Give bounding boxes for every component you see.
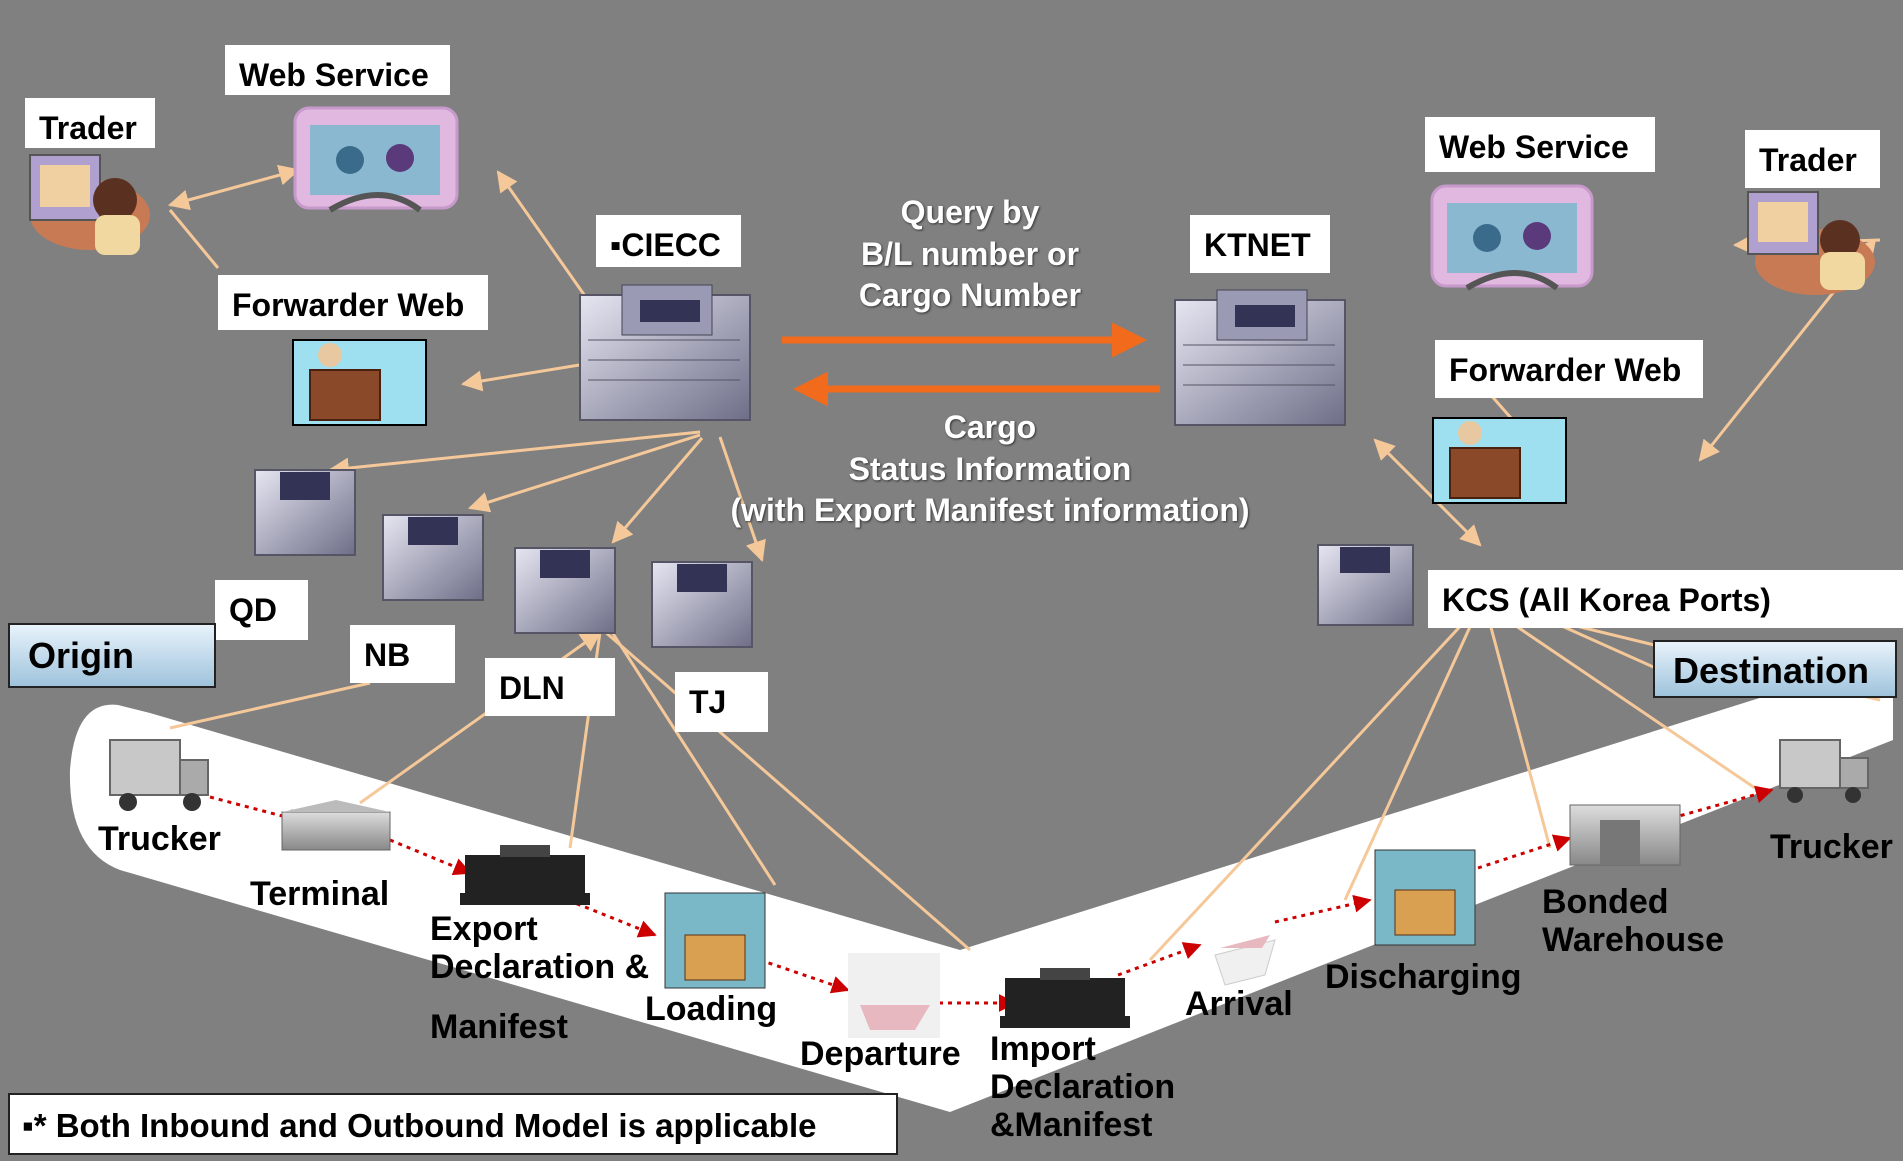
- step-import-line-2: Declaration: [990, 1068, 1176, 1107]
- step-import-line-3: &Manifest: [990, 1106, 1153, 1145]
- server-icon-qd: [254, 469, 356, 556]
- region-origin: Origin: [8, 623, 216, 688]
- label-web-service-right: Web Service: [1425, 117, 1655, 172]
- terminal-building-icon: [281, 800, 391, 851]
- label-trader-right: Trader: [1745, 130, 1880, 188]
- step-bonded-warehouse: Bonded Warehouse: [1542, 883, 1724, 959]
- server-icon-ktnet: [1174, 289, 1346, 426]
- label-forwarder-web-right: Forwarder Web: [1435, 340, 1703, 398]
- server-icon-dln: [514, 547, 616, 634]
- step-bonded-line-2: Warehouse: [1542, 921, 1725, 960]
- step-export-line-3: Manifest: [430, 1008, 568, 1047]
- step-export-line-2: Declaration &: [430, 948, 650, 987]
- footnote-note: ▪* Both Inbound and Outbound Model is ap…: [8, 1093, 898, 1155]
- step-trucker-origin: Trucker: [98, 820, 221, 858]
- label-ciecc: ▪CIECC: [596, 215, 741, 267]
- label-nb: NB: [350, 625, 455, 683]
- step-arrival: Arrival: [1185, 985, 1293, 1023]
- bonded-warehouse-icon: [1569, 804, 1681, 866]
- forwarder-image-right: [1432, 417, 1567, 504]
- step-export-line-1: Export: [430, 910, 538, 948]
- forwarder-image-left: [292, 339, 427, 426]
- flow-query-line-3: Cargo Number: [858, 277, 1082, 314]
- flow-status-line-3: (with Export Manifest information): [730, 492, 1250, 529]
- label-tj: TJ: [675, 672, 768, 732]
- loading-port-icon: [664, 892, 766, 989]
- truck-icon-origin: [109, 739, 209, 811]
- server-icon-ciecc: [579, 284, 751, 421]
- step-bonded-line-1: Bonded: [1542, 883, 1669, 921]
- server-icon-nb: [382, 514, 484, 601]
- label-forwarder-web-left: Forwarder Web: [218, 275, 488, 330]
- flow-text-query: Query by B/L number or Cargo Number: [835, 192, 1105, 317]
- label-qd: QD: [215, 580, 308, 640]
- step-trucker-destination: Trucker: [1770, 828, 1893, 866]
- truck-icon-destination: [1779, 739, 1869, 803]
- flow-query-line-2: B/L number or: [860, 235, 1080, 272]
- server-icon-tj: [651, 561, 753, 648]
- step-departure: Departure: [800, 1035, 961, 1073]
- step-import-declaration: Import Declaration &Manifest: [990, 1030, 1175, 1144]
- flow-arrows: [782, 322, 1160, 407]
- discharging-port-icon: [1374, 849, 1476, 946]
- step-loading: Loading: [645, 990, 778, 1028]
- trader-image-left: [29, 154, 150, 255]
- step-terminal: Terminal: [250, 875, 390, 913]
- web-service-image-right: [1430, 184, 1594, 291]
- ship-icon-departure: [848, 953, 940, 1038]
- flow-status-line-1: Cargo: [943, 409, 1037, 445]
- flow-query-line-1: Query by: [900, 194, 1040, 230]
- ship-icon-arrival: [1214, 935, 1276, 986]
- flow-text-status: Cargo Status Information (with Export Ma…: [700, 407, 1280, 532]
- flow-status-line-2: Status Information: [848, 450, 1132, 487]
- customs-building-icon-export: [460, 845, 590, 905]
- label-ktnet: KTNET: [1190, 215, 1330, 273]
- web-service-image-left: [293, 106, 459, 213]
- step-discharging: Discharging: [1325, 958, 1522, 996]
- label-trader-left: Trader: [25, 98, 155, 148]
- label-kcs: KCS (All Korea Ports): [1428, 570, 1903, 628]
- process-band: [69, 660, 1894, 1112]
- step-export-declaration: Export Declaration & Manifest: [430, 910, 649, 1046]
- label-web-service-left: Web Service: [225, 45, 450, 95]
- label-dln: DLN: [485, 658, 615, 716]
- step-import-line-1: Import: [990, 1030, 1096, 1068]
- customs-building-icon-import: [1000, 968, 1130, 1028]
- server-icon-kcs: [1317, 544, 1414, 626]
- trader-image-right: [1747, 191, 1875, 295]
- region-destination: Destination: [1653, 640, 1897, 698]
